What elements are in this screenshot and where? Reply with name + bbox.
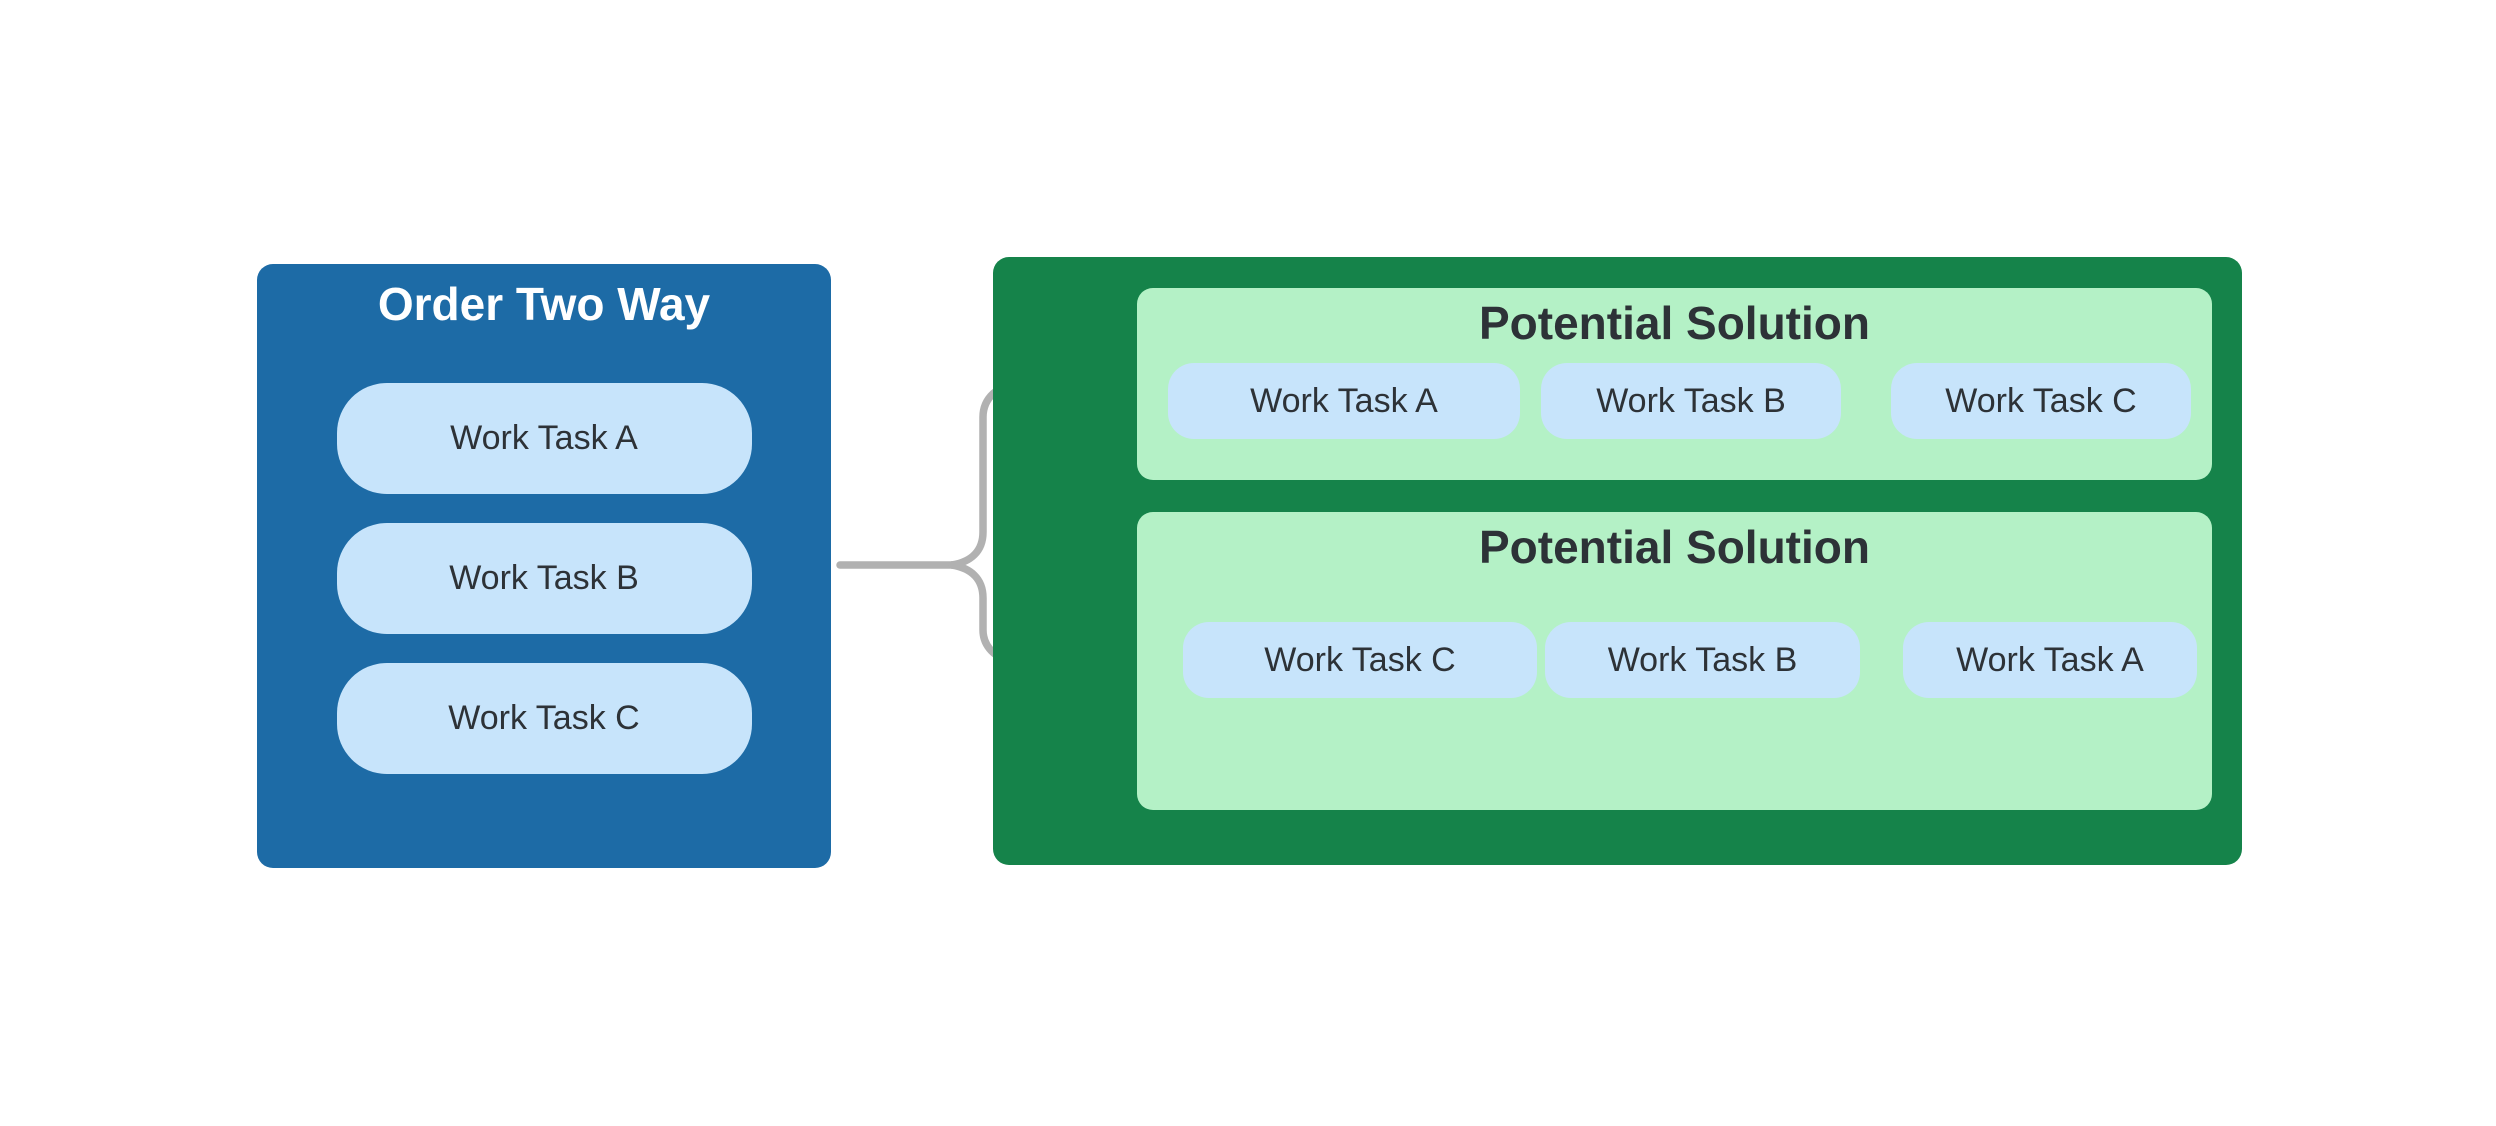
work-task-pill: Work Task A — [1168, 363, 1520, 439]
potential-solution-panel-1: Potential Solution Work Task A Work Task… — [1137, 288, 2212, 480]
work-task-pill: Work Task C — [336, 663, 752, 774]
work-task-pill: Work Task B — [1545, 622, 1860, 698]
work-task-pill: Work Task A — [336, 383, 752, 494]
potential-solution-panel-2: Potential Solution Work Task C Work Task… — [1137, 512, 2212, 810]
work-task-pill: Work Task B — [1541, 363, 1841, 439]
panel-title: Potential Solution — [1479, 297, 1870, 349]
left-box-title: Order Two Way — [377, 278, 711, 330]
panel-title: Potential Solution — [1479, 521, 1870, 573]
work-task-pill: Work Task B — [336, 523, 752, 634]
solutions-container: Potential Solution Work Task A Work Task… — [993, 257, 2242, 865]
order-two-way-box: Order Two Way Work Task A Work Task B Wo… — [257, 264, 831, 868]
work-task-pill: Work Task C — [1183, 622, 1537, 698]
left-task-list: Work Task A Work Task B Work Task C — [257, 383, 831, 774]
work-task-pill: Work Task A — [1903, 622, 2197, 698]
work-task-pill: Work Task C — [1891, 363, 2191, 439]
